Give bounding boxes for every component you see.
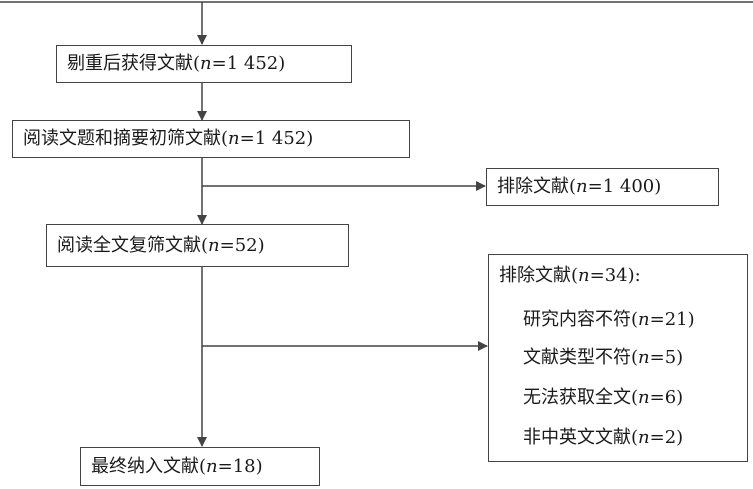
fulltext-screen-n-symbol: n — [208, 234, 220, 256]
included-n-symbol: n — [206, 455, 218, 477]
excluded-reason-content: 研究内容不符(n=21) — [523, 309, 695, 330]
excluded-1-n-symbol: n — [576, 176, 588, 197]
title-screen-n-symbol: n — [228, 128, 240, 149]
title-screen-count: =1 452) — [239, 128, 314, 149]
included-label: 最终纳入文献( — [91, 455, 207, 477]
excluded-1-count: =1 400) — [587, 176, 662, 197]
dedup-box: 剔重后获得文献(n=1 452) — [56, 45, 352, 83]
excluded-1-label: 排除文献( — [497, 176, 577, 197]
excluded-reason-language: 非中英文文献(n=2) — [523, 427, 684, 448]
excluded-2-box: 排除文献(n=34): 研究内容不符(n=21) 文献类型不符(n=5) 无法获… — [488, 254, 748, 462]
included-box: 最终纳入文献(n=18) — [80, 447, 320, 486]
title-screen-box: 阅读文题和摘要初筛文献(n=1 452) — [12, 120, 410, 158]
excluded-1-box: 排除文献(n=1 400) — [486, 168, 719, 206]
included-count: =18) — [217, 455, 263, 477]
title-screen-label: 阅读文题和摘要初筛文献( — [23, 128, 229, 149]
fulltext-screen-count: =52) — [219, 234, 265, 256]
fulltext-screen-box: 阅读全文复筛文献(n=52) — [46, 224, 349, 267]
dedup-count: =1 452) — [211, 53, 286, 74]
dedup-n-symbol: n — [200, 53, 212, 74]
excluded-reason-fulltext: 无法获取全文(n=6) — [523, 387, 684, 408]
excluded-reason-type: 文献类型不符(n=5) — [523, 347, 684, 368]
excluded-2-title: 排除文献(n=34): — [499, 265, 641, 286]
fulltext-screen-label: 阅读全文复筛文献( — [57, 234, 209, 256]
dedup-label: 剔重后获得文献( — [67, 53, 201, 74]
